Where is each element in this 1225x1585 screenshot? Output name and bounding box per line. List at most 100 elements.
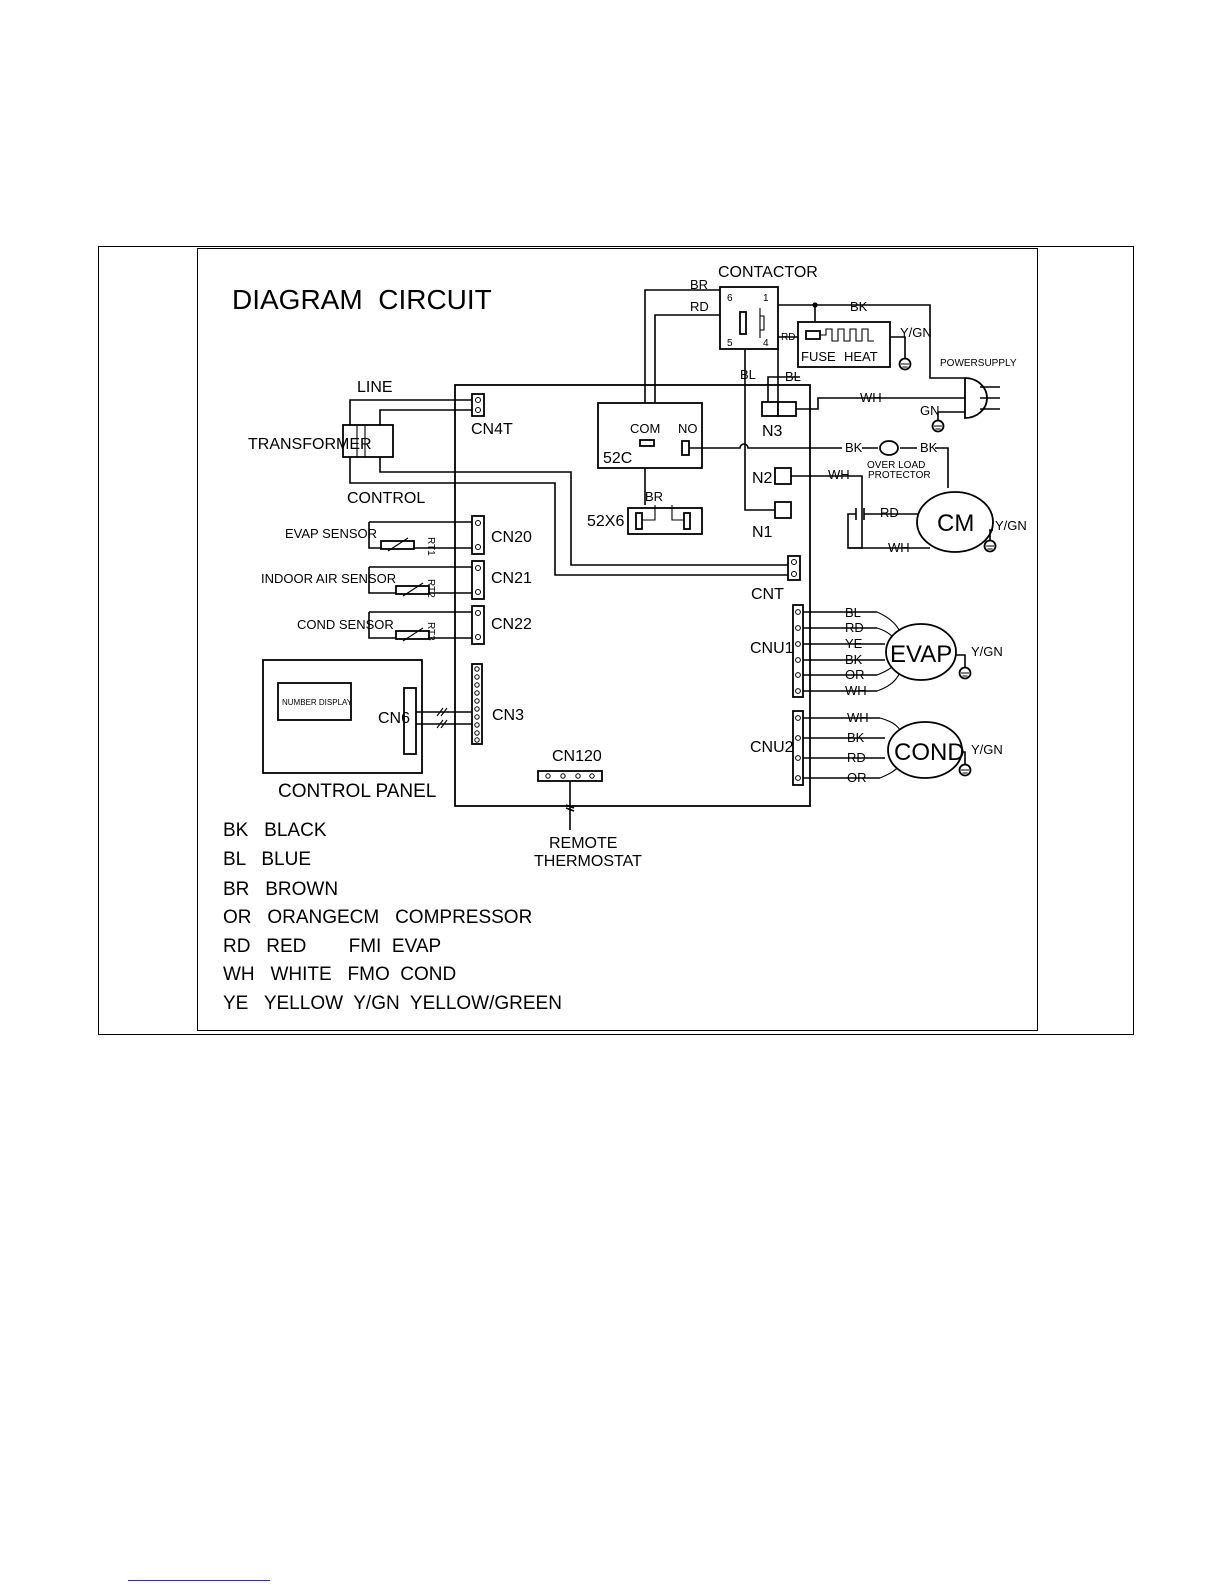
wire-rd-label: RD: [690, 299, 709, 314]
no-contact: [681, 440, 690, 456]
wire-rd-label-cm: RD: [880, 505, 899, 520]
wires-cnu1: [803, 611, 885, 692]
compressor-motor: [916, 491, 994, 553]
rt2-label: RT2: [425, 579, 436, 598]
wire-evap-sensor: [368, 521, 473, 549]
diagram-frame: [197, 248, 1038, 1031]
wire-wh-label-cond: WH: [847, 710, 869, 725]
contactor-label: CONTACTOR: [718, 264, 818, 281]
wire-rd-label-evap: RD: [845, 620, 864, 635]
color-legend: BK BLACK BL BLUE BR BROWN OR ORANGECM CO…: [223, 820, 562, 1014]
motor-cond-label: COND: [894, 739, 965, 766]
coil-b: [683, 512, 691, 530]
contactor: [719, 286, 779, 350]
cn4t-label: CN4T: [471, 421, 513, 438]
overload-protector: [879, 440, 899, 456]
wire-bk-cm: [935, 447, 949, 488]
wire-control-2: [379, 457, 793, 566]
wire-bl-n1: [744, 349, 775, 511]
wire-wh-label-top: WH: [860, 390, 882, 405]
transformer: [342, 424, 394, 458]
no-label: NO: [678, 421, 698, 436]
wire-remote: [565, 781, 575, 830]
n2-label: N2: [752, 470, 773, 487]
wire-br-label-relay: BR: [645, 489, 663, 504]
wire-bk-label-top: BK: [850, 299, 868, 314]
footer-rule: [128, 1580, 270, 1581]
power-plug-icon: [964, 377, 988, 419]
legend-item: BK BLACK: [223, 820, 327, 841]
legend-item: YE YELLOW Y/GN YELLOW/GREEN: [223, 993, 562, 1014]
wire-indoor-sensor: [368, 566, 473, 594]
heating-element: [820, 328, 874, 342]
cond-sensor-label: COND SENSOR: [297, 617, 394, 632]
legend-item: OR ORANGECM COMPRESSOR: [223, 907, 532, 928]
wire-bl-label-2: BL: [785, 369, 801, 384]
cn120-label: CN120: [552, 748, 602, 765]
protector-label: PROTECTOR: [868, 470, 931, 481]
legend-item: BL BLUE: [223, 849, 311, 870]
diagram-title: DIAGRAM CIRCUIT: [232, 284, 492, 315]
fuse-label: FUSE: [801, 349, 836, 364]
motor-evap-label: EVAP: [890, 641, 952, 668]
wire-ygn-heater: [890, 336, 906, 358]
relay-52x6-label: 52X6: [587, 513, 624, 530]
wires-cnu2: [803, 717, 885, 779]
cnt-label: CNT: [751, 586, 784, 603]
connector-cn21: [471, 560, 485, 600]
connector-cn6: [403, 687, 417, 755]
cnu2-label: CNU2: [750, 739, 794, 756]
cnu1-label: CNU1: [750, 640, 794, 657]
number-display-label: NUMBER DISPLAY: [282, 698, 353, 707]
cn21-label: CN21: [491, 570, 532, 587]
rt1-label: RT1: [425, 537, 436, 556]
ygn-evap-label: Y/GN: [971, 644, 1003, 659]
terminal-n3: [761, 401, 779, 417]
ygn-heater-label: Y/GN: [900, 325, 932, 340]
wire-line-2: [379, 409, 473, 425]
wire-ye-label-evap: YE: [845, 636, 863, 651]
wire-rd-label-cond: RD: [847, 750, 866, 765]
connector-cn20: [471, 515, 485, 555]
wire-bk-label-evap: BK: [845, 652, 863, 667]
legend-item: RD RED FMI EVAP: [223, 936, 441, 957]
wire-bk-label-mid: BK: [845, 440, 863, 455]
cn6-label: CN6: [378, 710, 410, 727]
wire-bk-no: [689, 443, 842, 449]
relay-52c: [597, 402, 703, 469]
connector-cnu2: [792, 710, 804, 786]
cond-motor: [887, 721, 963, 779]
connector-cn3: [471, 663, 483, 745]
heat-label: HEAT: [844, 349, 878, 364]
connector-cnu1: [792, 604, 804, 698]
wire-bk-label-op: BK: [920, 440, 938, 455]
wire-control-1: [349, 457, 793, 576]
line-label: LINE: [357, 379, 393, 396]
cn20-label: CN20: [491, 529, 532, 546]
wire-wh-cm: [847, 513, 930, 549]
number-display: [277, 682, 352, 721]
terminal-n1: [774, 501, 792, 519]
run-capacitor: [848, 495, 865, 549]
wire-bk-label-cond: BK: [847, 730, 865, 745]
wire-bl-label: BL: [740, 367, 756, 382]
thermostat-label: THERMOSTAT: [534, 853, 642, 870]
contact-5-label: 5: [727, 338, 733, 349]
evap-sensor-label: EVAP SENSOR: [285, 526, 377, 541]
n1-label: N1: [752, 524, 773, 541]
contact-1-label: 1: [763, 293, 769, 304]
rt3-label: RT3: [425, 622, 436, 641]
wire-line-1: [349, 399, 473, 425]
contactor-switch: [759, 308, 765, 338]
terminal-n3b: [777, 401, 797, 417]
ygn-cm-label: Y/GN: [995, 518, 1027, 533]
cn22-label: CN22: [491, 616, 532, 633]
relay-52c-label: 52C: [603, 450, 632, 467]
wire-wh-label-n2: WH: [828, 467, 850, 482]
plug-pins: [980, 386, 1000, 410]
wire-gn-label: GN: [920, 403, 940, 418]
wire-wh-n2: [791, 475, 863, 495]
overload-label: OVER LOAD: [867, 460, 925, 471]
remote-label: REMOTE: [549, 835, 617, 852]
contact-4-label: 4: [763, 338, 769, 349]
